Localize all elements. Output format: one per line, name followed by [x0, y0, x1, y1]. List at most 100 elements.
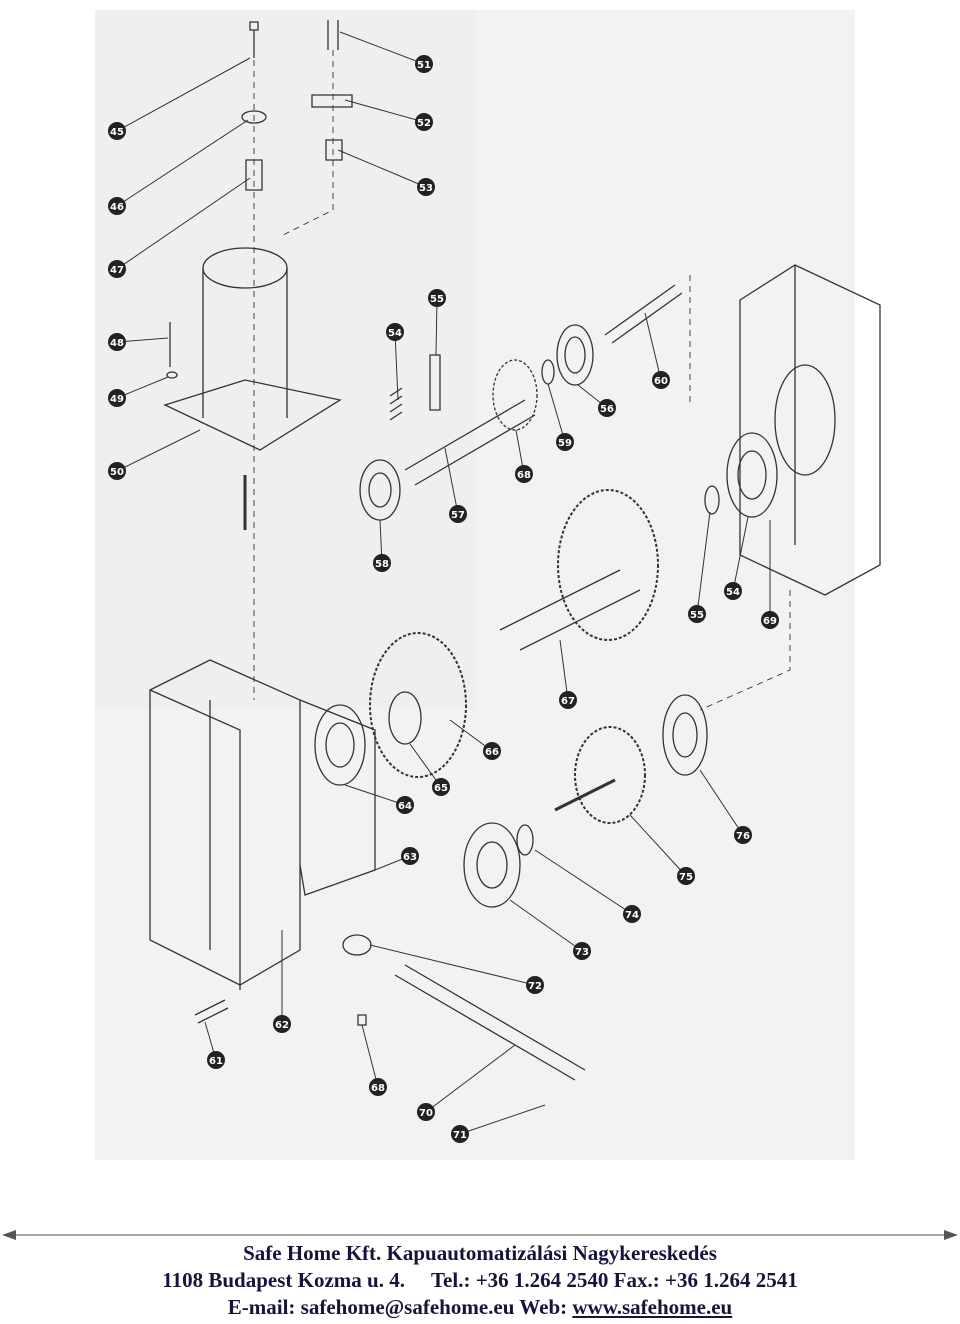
svg-text:60: 60	[654, 376, 668, 387]
website-link[interactable]: www.safehome.eu	[572, 1295, 733, 1319]
callout-72: 72	[526, 976, 544, 994]
bearing-64-right-inner	[737, 450, 767, 500]
spring-54	[389, 387, 403, 421]
motor-flange	[163, 379, 342, 451]
svg-text:75: 75	[679, 872, 693, 883]
svg-text:54: 54	[388, 328, 402, 339]
email[interactable]: E-mail: safehome@safehome.eu	[227, 1295, 515, 1319]
svg-text:62: 62	[275, 1020, 289, 1031]
callout-74: 74	[623, 905, 641, 923]
callout-58: 58	[373, 554, 391, 572]
callout-66: 66	[483, 742, 501, 760]
housing-62-edge	[149, 689, 241, 990]
gear-66	[369, 632, 467, 778]
rod-70	[394, 964, 586, 1081]
svg-text:69: 69	[763, 616, 777, 627]
svg-text:48: 48	[110, 338, 124, 349]
bearing-58-inner	[368, 472, 392, 508]
callout-48: 48	[108, 333, 126, 351]
web-label: Web:	[519, 1295, 568, 1319]
svg-text:65: 65	[434, 783, 448, 794]
callout-62: 62	[273, 1015, 291, 1033]
bearing-56	[556, 324, 594, 386]
callout-51: 51	[415, 55, 433, 73]
callout-52: 52	[415, 113, 433, 131]
clamp-53	[325, 139, 343, 161]
svg-text:47: 47	[110, 265, 124, 276]
exploded-parts-diagram: 45 46 47 48 49 50 51 52 53 54 55 56 57 5…	[95, 10, 881, 1160]
svg-text:54: 54	[726, 587, 740, 598]
screw-part	[249, 21, 259, 58]
coupling-part	[245, 159, 263, 191]
callout-46: 46	[108, 197, 126, 215]
callout-50: 50	[108, 462, 126, 480]
bearing-56-inner	[564, 336, 586, 374]
address: 1108 Budapest Kozma u. 4.	[162, 1268, 405, 1292]
svg-text:52: 52	[417, 118, 431, 129]
callout-59: 59	[556, 433, 574, 451]
svg-text:64: 64	[398, 801, 412, 812]
bearing-76	[662, 694, 708, 776]
scan-shade	[95, 10, 475, 710]
callout-64: 64	[396, 796, 414, 814]
callout-76: 76	[734, 826, 752, 844]
svg-text:49: 49	[110, 394, 124, 405]
svg-text:53: 53	[419, 183, 433, 194]
svg-text:70: 70	[419, 1108, 433, 1119]
callout-61: 61	[207, 1051, 225, 1069]
callout-68: 68	[515, 465, 533, 483]
grub-screw	[357, 1014, 367, 1026]
company-footer: Safe Home Kft. Kapuautomatizálási Nagyke…	[0, 1240, 960, 1321]
svg-text:63: 63	[403, 852, 417, 863]
arrow-left-icon	[2, 1230, 16, 1240]
hub-65	[388, 691, 422, 745]
gear-75	[574, 726, 646, 824]
ring-74	[516, 824, 534, 856]
assembly-axis-3	[689, 275, 791, 711]
bearing-64-right	[726, 432, 778, 518]
company-name: Safe Home Kft. Kapuautomatizálási Nagyke…	[243, 1241, 717, 1265]
callout-65: 65	[432, 778, 450, 796]
callout-57: 57	[449, 505, 467, 523]
key-55	[429, 354, 441, 411]
svg-text:61: 61	[209, 1056, 223, 1067]
svg-text:68: 68	[517, 470, 531, 481]
callout-56: 56	[598, 399, 616, 417]
output-shaft-67	[499, 569, 641, 651]
svg-text:68: 68	[371, 1083, 385, 1094]
svg-text:51: 51	[417, 60, 431, 71]
web-line: E-mail: safehome@safehome.eu Web: www.sa…	[0, 1294, 960, 1321]
fax: Fax.: +36 1.264 2541	[613, 1268, 798, 1292]
washer-49	[166, 371, 178, 379]
svg-text:45: 45	[110, 127, 124, 138]
svg-text:55: 55	[430, 294, 444, 305]
callout-63: 63	[401, 847, 419, 865]
bearing-64-left	[314, 704, 366, 786]
callout-68b: 68	[369, 1078, 387, 1096]
housing-62	[149, 659, 301, 986]
callout-53: 53	[417, 178, 435, 196]
arrow-right-icon	[944, 1230, 958, 1240]
callout-70: 70	[417, 1103, 435, 1121]
contact-line: 1108 Budapest Kozma u. 4.Tel.: +36 1.264…	[0, 1267, 960, 1294]
svg-text:59: 59	[558, 438, 572, 449]
svg-text:57: 57	[451, 510, 465, 521]
bracket-52	[311, 94, 353, 108]
bolts-51	[327, 20, 339, 50]
assembly-axis-2	[282, 50, 334, 236]
gear-68	[492, 359, 538, 431]
callout-73: 73	[573, 942, 591, 960]
svg-text:76: 76	[736, 831, 750, 842]
callout-71: 71	[451, 1125, 469, 1143]
leader-lines	[116, 31, 771, 1135]
shaft-75	[554, 778, 616, 812]
gear-67	[557, 489, 659, 641]
pin-60	[604, 284, 683, 344]
svg-text:56: 56	[600, 404, 614, 415]
screw-61	[194, 999, 229, 1024]
svg-text:46: 46	[110, 202, 124, 213]
callout-60: 60	[652, 371, 670, 389]
footer-divider	[2, 1230, 958, 1240]
svg-text:73: 73	[575, 947, 589, 958]
svg-text:72: 72	[528, 981, 542, 992]
